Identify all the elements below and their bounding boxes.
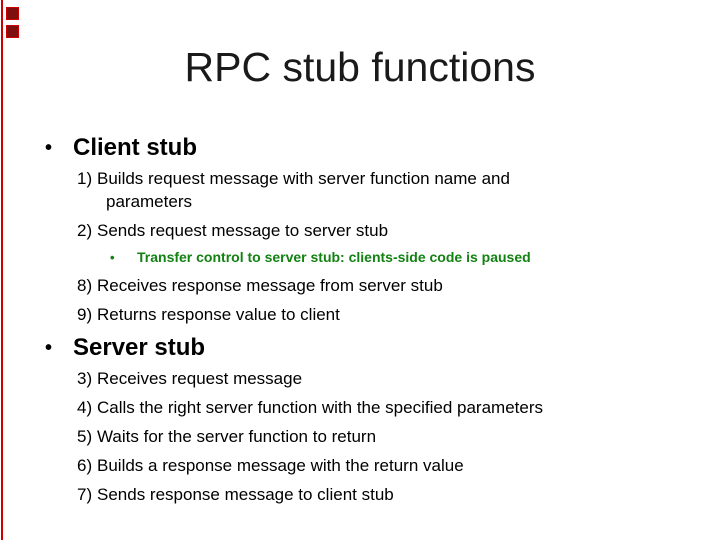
corner-square-top (6, 7, 19, 20)
numbered-item: 8)Receives response message from server … (77, 274, 695, 297)
item-text-line: Builds request message with server funct… (97, 169, 510, 188)
section-heading-client-stub: • Client stub (45, 134, 695, 162)
left-border-line (1, 0, 3, 540)
item-number: 8) (77, 276, 93, 295)
numbered-item: 6)Builds a response message with the ret… (77, 454, 695, 477)
item-text-line: Calls the right server function with the… (97, 398, 543, 417)
item-number: 7) (77, 485, 93, 504)
item-text: Receives response message from server st… (97, 274, 443, 297)
numbered-item: 3)Receives request message (77, 367, 695, 390)
sub-bullet-text: Transfer control to server stub: clients… (137, 249, 531, 265)
corner-square-bottom (6, 25, 19, 38)
item-text-line: Builds a response message with the retur… (97, 456, 464, 475)
item-text-line: Receives request message (97, 369, 303, 388)
section-heading-label: Client stub (73, 134, 197, 161)
numbered-item: 7)Sends response message to client stub (77, 483, 695, 506)
item-text-line: Sends request message to server stub (97, 221, 389, 240)
item-number: 3) (77, 369, 93, 388)
bullet-icon: • (45, 337, 53, 359)
bullet-icon: • (45, 137, 53, 159)
numbered-item: 9)Returns response value to client (77, 303, 695, 326)
item-number: 5) (77, 427, 93, 446)
numbered-item: 4)Calls the right server function with t… (77, 396, 695, 419)
item-text-line: Returns response value to client (97, 305, 340, 324)
item-number: 1) (77, 169, 93, 188)
bullet-icon: • (110, 250, 115, 265)
item-text: Waits for the server function to return (97, 425, 376, 448)
item-text: Sends response message to client stub (97, 483, 394, 506)
section-heading-label: Server stub (73, 334, 206, 361)
item-text: Calls the right server function with the… (97, 396, 543, 419)
item-number: 2) (77, 221, 93, 240)
slide-body: • Client stub 1)Builds request message wit… (45, 134, 695, 512)
item-text-line: parameters (106, 192, 192, 211)
item-text: Returns response value to client (97, 303, 340, 326)
item-text: Receives request message (97, 367, 302, 390)
item-text-line: Receives response message from server st… (97, 276, 443, 295)
item-text: Sends request message to server stub (97, 219, 388, 242)
numbered-item: 5)Waits for the server function to retur… (77, 425, 695, 448)
sub-bullet-note: • Transfer control to server stub: client… (110, 248, 695, 267)
item-text-line: Waits for the server function to return (97, 427, 377, 446)
numbered-item: 2)Sends request message to server stub (77, 219, 695, 242)
item-text: Builds a response message with the retur… (97, 454, 464, 477)
item-text: Builds request message with server funct… (97, 167, 510, 213)
numbered-item: 1)Builds request message with server fun… (77, 167, 695, 213)
section-heading-server-stub: • Server stub (45, 334, 695, 362)
item-number: 6) (77, 456, 93, 475)
item-number: 9) (77, 305, 93, 324)
item-number: 4) (77, 398, 93, 417)
item-text-line: Sends response message to client stub (97, 485, 394, 504)
slide-title: RPC stub functions (184, 44, 536, 90)
